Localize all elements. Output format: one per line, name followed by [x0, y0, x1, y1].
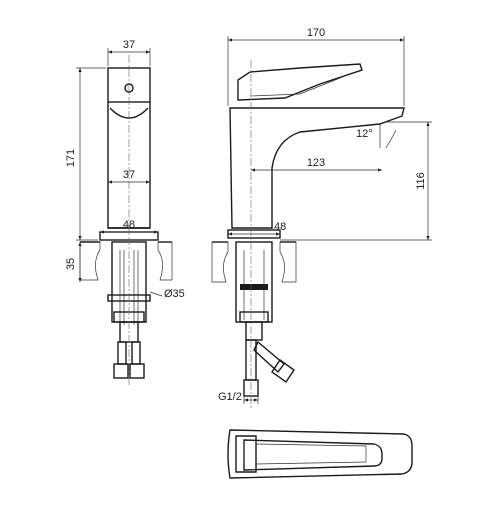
- top-handle: [243, 439, 383, 471]
- dim-thread: G1/2: [218, 391, 242, 403]
- front-view: [79, 55, 173, 385]
- top-body: [227, 429, 413, 479]
- front-dimensions: 37 37 48 171 35 Ø35: [65, 39, 185, 300]
- dim-hole-diameter: Ø35: [164, 288, 185, 300]
- dim-front-base: 48: [123, 219, 135, 231]
- dim-spout-reach: 123: [307, 157, 325, 169]
- dim-spout-angle: 12°: [356, 128, 373, 140]
- side-view: [211, 60, 405, 410]
- dim-front-body: 37: [123, 169, 135, 181]
- dim-side-length: 170: [307, 27, 325, 39]
- dim-front-top: 37: [123, 39, 135, 51]
- side-shank: [235, 241, 273, 323]
- dim-side-base: 48: [274, 221, 286, 233]
- side-body-spout: [229, 107, 405, 229]
- dim-front-height: 171: [65, 149, 77, 167]
- top-view: [227, 429, 413, 479]
- side-handle: [237, 63, 363, 101]
- dim-mount-depth: 35: [65, 258, 77, 270]
- dim-spout-height: 116: [415, 172, 427, 190]
- side-dimensions: 170 123 116 12° 48 G1/2: [218, 27, 432, 404]
- top-handle-base: [235, 435, 257, 473]
